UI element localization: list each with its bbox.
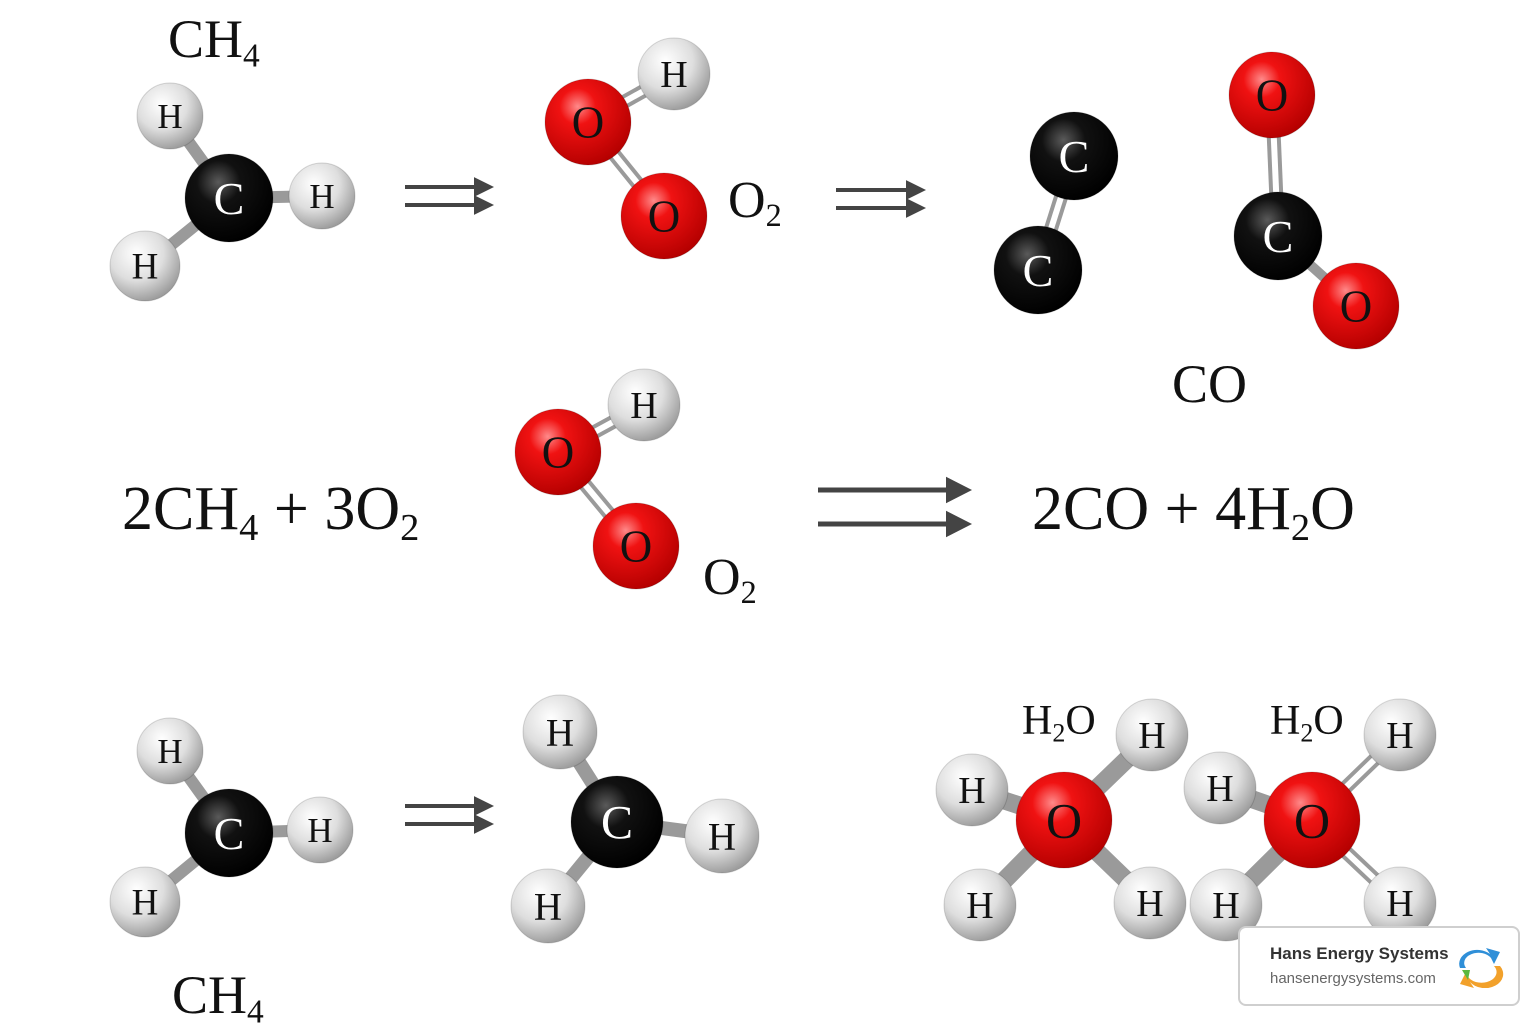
hydrogen-symbol: H [1206,768,1233,810]
oxygen-symbol: O [648,191,681,241]
hydrogen-symbol: H [660,54,687,96]
hydrogen-atom: H [1363,866,1437,940]
hydrogen-symbol: H [1386,715,1413,757]
hydrogen-atom: H [935,753,1009,827]
oxygen-symbol: O [1256,70,1289,120]
reaction-arrow [818,476,972,538]
oxygen-symbol: O [1046,792,1082,848]
carbon-atom: C [1233,191,1323,281]
oxygen-atom: O [620,172,708,260]
carbon-atom: C [1029,111,1119,201]
o2-mid-label: O2 [703,549,757,611]
hydrogen-atom: H [637,37,711,111]
reaction-arrow [836,180,926,218]
hydrogen-symbol: H [958,770,985,812]
co-label: CO [1172,354,1248,414]
equation-left: 2CH4 + 3O2 [122,475,420,549]
oxygen-atom: O [514,408,602,496]
hydrogen-symbol: H [309,177,334,216]
carbon-symbol: C [601,797,633,850]
oxygen-atom: O [1015,771,1113,869]
hydrogen-symbol: H [157,732,182,771]
hydrogen-symbol: H [1212,885,1239,927]
hydrogen-atom: H [1115,698,1189,772]
oxygen-symbol: O [1294,792,1330,848]
h2o-label-2: H2O [1270,698,1344,748]
hydrogen-symbol: H [1136,883,1163,925]
ch4-bottom-label: CH4 [172,965,264,1030]
carbon-symbol: C [1059,131,1090,182]
h2o-label-1: H2O [1022,698,1096,748]
carbon-atom: C [570,775,664,869]
oxygen-atom: O [544,78,632,166]
hydrogen-atom: H [1189,868,1263,942]
carbon-symbol: C [1263,211,1294,262]
hydrogen-atom: H [607,368,681,442]
hydrogen-symbol: H [966,885,993,927]
hydrogen-atom: H [510,868,586,944]
reaction-arrow [405,796,494,834]
oxygen-symbol: O [572,97,605,147]
oxygen-atom: O [1228,51,1316,139]
hydrogen-atom: H [522,694,598,770]
hydrogen-atom: H [136,717,204,785]
hydrogen-atom: H [286,796,354,864]
carbon-atom: C [993,225,1083,315]
reaction-arrow [405,177,494,215]
hydrogen-symbol: H [1386,883,1413,925]
brand-name: Hans Energy Systems [1270,944,1449,963]
hydrogen-symbol: H [534,885,562,928]
hydrogen-symbol: H [132,883,159,924]
o2-top-label: O2 [728,172,782,234]
hydrogen-atom: H [288,162,356,230]
brand-url: hansenergysystems.com [1270,970,1436,987]
recycle-arrows-icon [1459,948,1504,988]
carbon-atom: C [184,153,274,243]
hydrogen-symbol: H [132,247,159,288]
oxygen-atom: O [1312,262,1400,350]
hydrogen-symbol: H [307,811,332,850]
hydrogen-atom: H [1363,698,1437,772]
carbon-symbol: C [1023,245,1054,296]
hydrogen-atom: H [1113,866,1187,940]
equation-right: 2CO + 4H2O [1032,475,1355,549]
carbon-symbol: C [214,808,245,859]
hydrogen-atom: H [684,798,760,874]
hydrogen-atom: H [109,866,181,938]
hydrogen-atom: H [1183,751,1257,825]
hydrogen-symbol: H [546,711,574,754]
brand-badge: Hans Energy Systems hansenergysystems.co… [1238,926,1520,1006]
hydrogen-symbol: H [708,815,736,858]
oxygen-atom: O [592,502,680,590]
hydrogen-atom: H [109,230,181,302]
oxygen-symbol: O [542,427,575,477]
hydrogen-atom: H [136,82,204,150]
oxygen-symbol: O [620,521,653,571]
ch4-top-label: CH4 [168,9,260,75]
carbon-symbol: C [214,173,245,224]
hydrogen-symbol: H [157,97,182,136]
oxygen-symbol: O [1340,281,1373,331]
hydrogen-symbol: H [1138,715,1165,757]
hydrogen-atom: H [943,868,1017,942]
carbon-atom: C [184,788,274,878]
hydrogen-symbol: H [630,385,657,427]
oxygen-atom: O [1263,771,1361,869]
